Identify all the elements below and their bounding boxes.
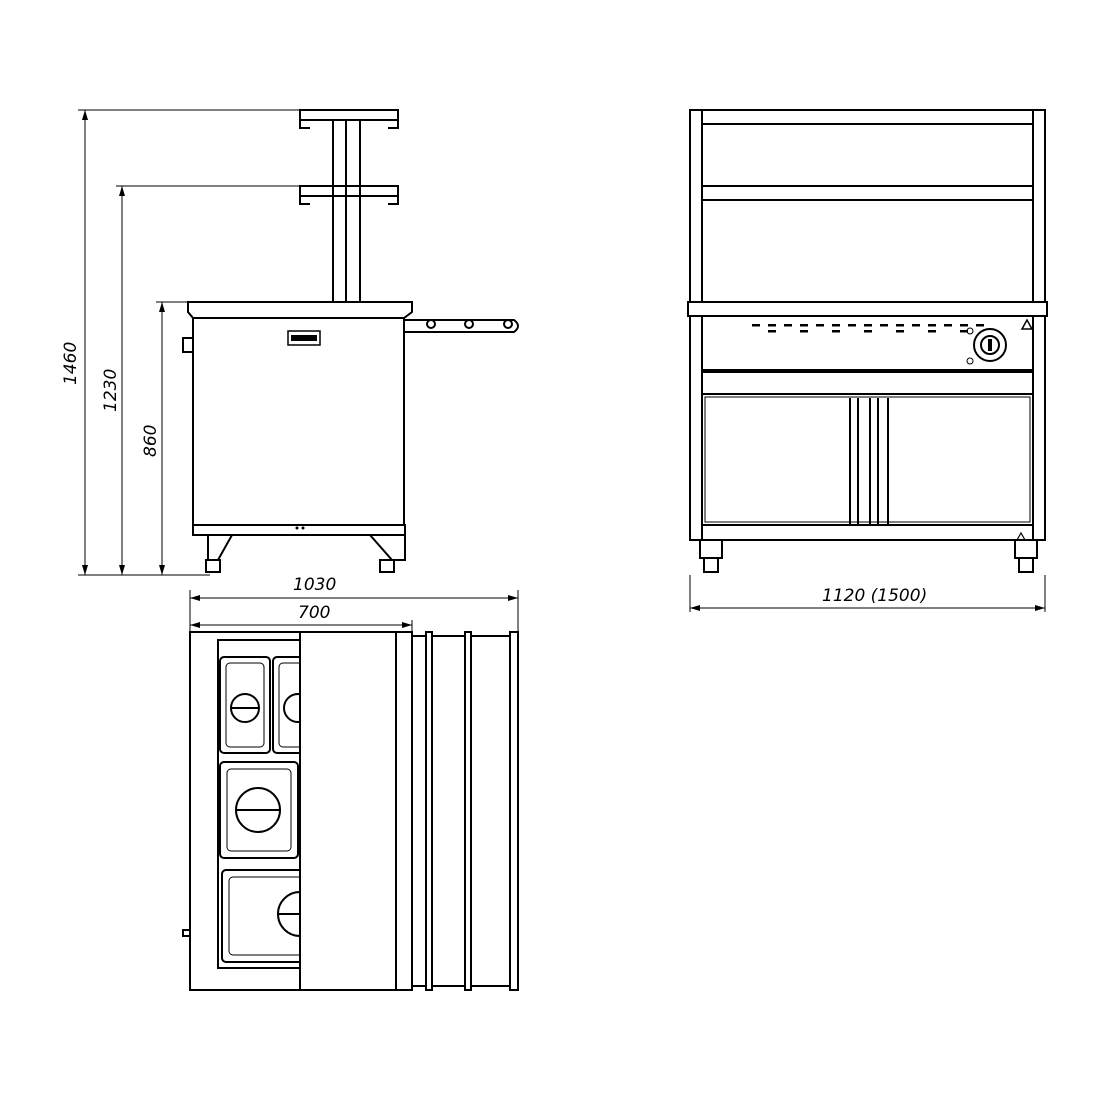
front-post-right: [1032, 109, 1046, 541]
dimension-700: 700: [298, 603, 330, 623]
brand-logo-mark: [291, 335, 317, 341]
dimension-width: 1120 (1500): [822, 586, 927, 606]
container-medium: [219, 761, 299, 859]
vent-slot: [880, 324, 888, 327]
vent-slot: [928, 324, 936, 327]
vent-slot: [832, 330, 840, 333]
vent-slots: [752, 324, 984, 333]
container-small-1: [219, 656, 271, 754]
vent-slot: [944, 324, 952, 327]
side-knob: [182, 337, 194, 353]
dimension-1030: 1030: [293, 575, 336, 595]
vent-slot: [928, 330, 936, 333]
side-shelf-middle: [299, 185, 399, 205]
warning-icon: [1020, 318, 1034, 330]
front-cabinet: [701, 393, 1034, 526]
side-cabinet-body: [192, 317, 405, 526]
vent-slot: [960, 330, 968, 333]
vent-slot: [976, 324, 984, 327]
front-counter-top: [687, 301, 1048, 317]
dimension-860: 860: [141, 425, 161, 457]
side-plinth: [192, 524, 406, 536]
side-feet: [200, 534, 406, 573]
vent-slot: [768, 324, 776, 327]
top-edge-strip: [395, 631, 413, 991]
vent-slot: [896, 324, 904, 327]
side-view: 1460 1230 860: [61, 109, 519, 576]
vent-slot: [768, 330, 776, 333]
sliding-lid: [299, 631, 397, 991]
vent-slot: [832, 324, 840, 327]
thermostat-knob: [966, 327, 1007, 365]
vent-slot: [816, 324, 824, 327]
vent-slot: [800, 324, 808, 327]
vent-slot: [864, 324, 872, 327]
front-post-left: [689, 109, 703, 541]
front-strip: [701, 371, 1034, 395]
vent-slot: [896, 330, 904, 333]
front-plinth: [701, 524, 1034, 541]
cabinet-door-divider: [849, 398, 889, 525]
vent-slot: [784, 324, 792, 327]
top-knob: [182, 929, 191, 937]
dimension-1460: 1460: [61, 342, 81, 385]
vent-slot: [912, 324, 920, 327]
dimension-1230: 1230: [101, 369, 121, 412]
tray-rails-top: [412, 631, 519, 991]
side-dimension-lines: [78, 109, 302, 576]
front-shelf-middle: [689, 185, 1046, 201]
top-view: 1030 700: [182, 575, 519, 991]
vent-slot: [864, 330, 872, 333]
side-counter-top: [187, 301, 413, 319]
vent-slot: [752, 324, 760, 327]
vent-slot: [800, 330, 808, 333]
vent-slot: [960, 324, 968, 327]
front-view: 1120 (1500): [687, 109, 1048, 612]
front-feet: [699, 539, 1038, 573]
side-tray-rail: [403, 319, 519, 333]
front-shelf-top: [689, 109, 1046, 125]
side-column: [332, 119, 361, 303]
vent-slot: [848, 324, 856, 327]
